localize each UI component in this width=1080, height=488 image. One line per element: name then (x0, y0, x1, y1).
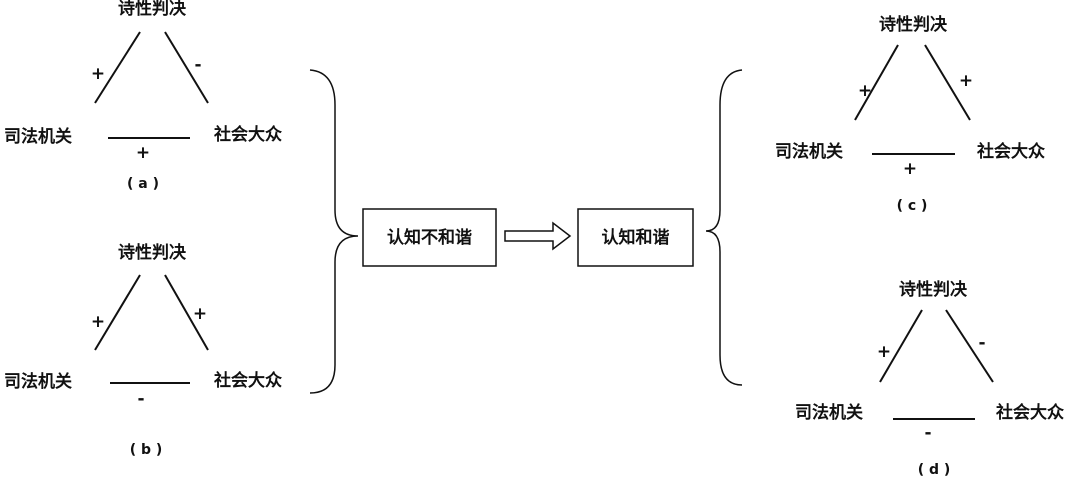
box-dissonance-frame (362, 208, 497, 267)
node-right-b: 社会大众 (213, 370, 283, 391)
edge-right-b (164, 274, 209, 351)
right-brace (705, 69, 743, 386)
sign-bottom-c: + (903, 159, 917, 179)
node-right-d: 社会大众 (995, 402, 1065, 423)
edge-left-a (94, 31, 141, 104)
edge-left-b (94, 274, 141, 351)
edge-right-d (945, 309, 994, 383)
sign-left-c: + (858, 81, 872, 101)
sign-right-d: - (978, 333, 985, 353)
edge-right-c (924, 44, 971, 121)
sign-right-b: + (193, 304, 207, 324)
transition-arrow (504, 221, 572, 251)
edge-right-a (164, 31, 209, 104)
node-top-a: 诗性判决 (118, 0, 187, 19)
triangle-a: 诗性判决 + - + 司法机关 社会大众 ( a ) (4, 0, 283, 192)
box-harmony-label: 认知和谐 (602, 227, 670, 248)
edge-left-d (879, 309, 923, 383)
box-harmony: 认知和谐 (577, 208, 694, 267)
triangle-b: 诗性判决 + + - 司法机关 社会大众 ( b ) (4, 242, 283, 458)
triangle-d: 诗性判决 + - - 司法机关 社会大众 ( d ) (795, 279, 1065, 478)
sign-left-d: + (877, 342, 891, 362)
box-dissonance: 认知不和谐 (362, 208, 497, 267)
sign-right-a: - (194, 55, 201, 75)
caption-b: ( b ) (130, 442, 163, 458)
node-right-c: 社会大众 (976, 141, 1046, 162)
sign-bottom-a: + (136, 143, 150, 163)
node-left-d: 司法机关 (795, 402, 863, 423)
node-right-a: 社会大众 (213, 124, 283, 145)
sign-bottom-d: - (924, 423, 931, 443)
caption-d: ( d ) (918, 462, 951, 478)
box-harmony-frame (577, 208, 694, 267)
node-top-d: 诗性判决 (899, 279, 968, 300)
box-dissonance-label: 认知不和谐 (387, 227, 472, 248)
node-left-c: 司法机关 (775, 141, 843, 162)
node-left-a: 司法机关 (4, 126, 72, 147)
sign-left-b: + (91, 312, 105, 332)
triangle-c: 诗性判决 + + + 司法机关 社会大众 ( c ) (775, 14, 1046, 214)
caption-a: ( a ) (127, 176, 159, 192)
sign-right-c: + (959, 71, 973, 91)
sign-left-a: + (91, 64, 105, 84)
caption-c: ( c ) (897, 198, 928, 214)
node-top-c: 诗性判决 (879, 14, 948, 35)
left-brace (309, 69, 359, 394)
edge-left-c (854, 44, 899, 121)
node-top-b: 诗性判决 (118, 242, 187, 263)
sign-bottom-b: - (137, 389, 144, 409)
node-left-b: 司法机关 (4, 371, 72, 392)
